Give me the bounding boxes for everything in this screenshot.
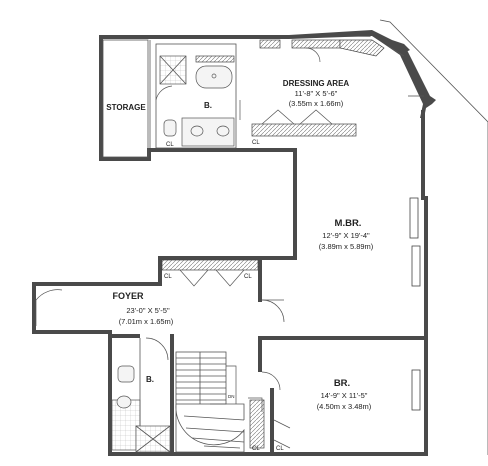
bedroom-name: BR. <box>334 378 350 389</box>
master-bedroom-dim-imperial: 12'-9" X 19'-4" <box>322 231 370 240</box>
mbr-closet <box>161 259 285 323</box>
dressing-area-name: DRESSING AREA <box>283 79 350 88</box>
windows <box>387 45 424 411</box>
dressing-area-dim-imperial: 11'-8" X 5'-6" <box>295 89 338 98</box>
dressing-area-dim-metric: (3.55m x 1.66m) <box>289 99 344 108</box>
bedroom-dim-metric: (4.50m x 3.48m) <box>317 402 372 411</box>
closet-label: CL <box>164 274 172 280</box>
bath-2 <box>111 337 171 453</box>
master-bath-name: B. <box>204 101 212 110</box>
closet-label: CL <box>252 446 260 452</box>
master-bedroom-name: M.BR. <box>335 218 362 229</box>
bedroom-dim-imperial: 14'-9" X 11'-5" <box>321 391 368 400</box>
room-labels: DRESSING AREA 11'-8" X 5'-6" (3.55m x 1.… <box>106 79 374 411</box>
staircase <box>175 351 245 453</box>
master-bedroom-dim-metric: (3.89m x 5.89m) <box>319 242 374 251</box>
dressing-closet <box>251 39 385 137</box>
storage-name: STORAGE <box>106 103 146 112</box>
closet-label: CL <box>244 274 252 280</box>
foyer-entry <box>35 289 63 326</box>
master-bath <box>155 43 241 149</box>
stair-down-label: DN <box>228 394 235 399</box>
foyer-dim-imperial: 23'-0" X 5'-5" <box>126 306 170 315</box>
closet-labels: CL CL CL CL CL CL DN <box>164 140 284 452</box>
stair-closet <box>248 397 265 449</box>
br-closet <box>261 371 291 449</box>
foyer-name: FOYER <box>112 291 144 301</box>
foyer-dim-metric: (7.01m x 1.65m) <box>119 317 174 326</box>
storage-room <box>102 39 151 158</box>
closet-label: CL <box>276 446 284 452</box>
bath-2-name: B. <box>146 375 154 384</box>
exterior-walls <box>32 19 488 456</box>
closet-label: CL <box>252 140 260 146</box>
closet-label: CL <box>166 142 174 148</box>
